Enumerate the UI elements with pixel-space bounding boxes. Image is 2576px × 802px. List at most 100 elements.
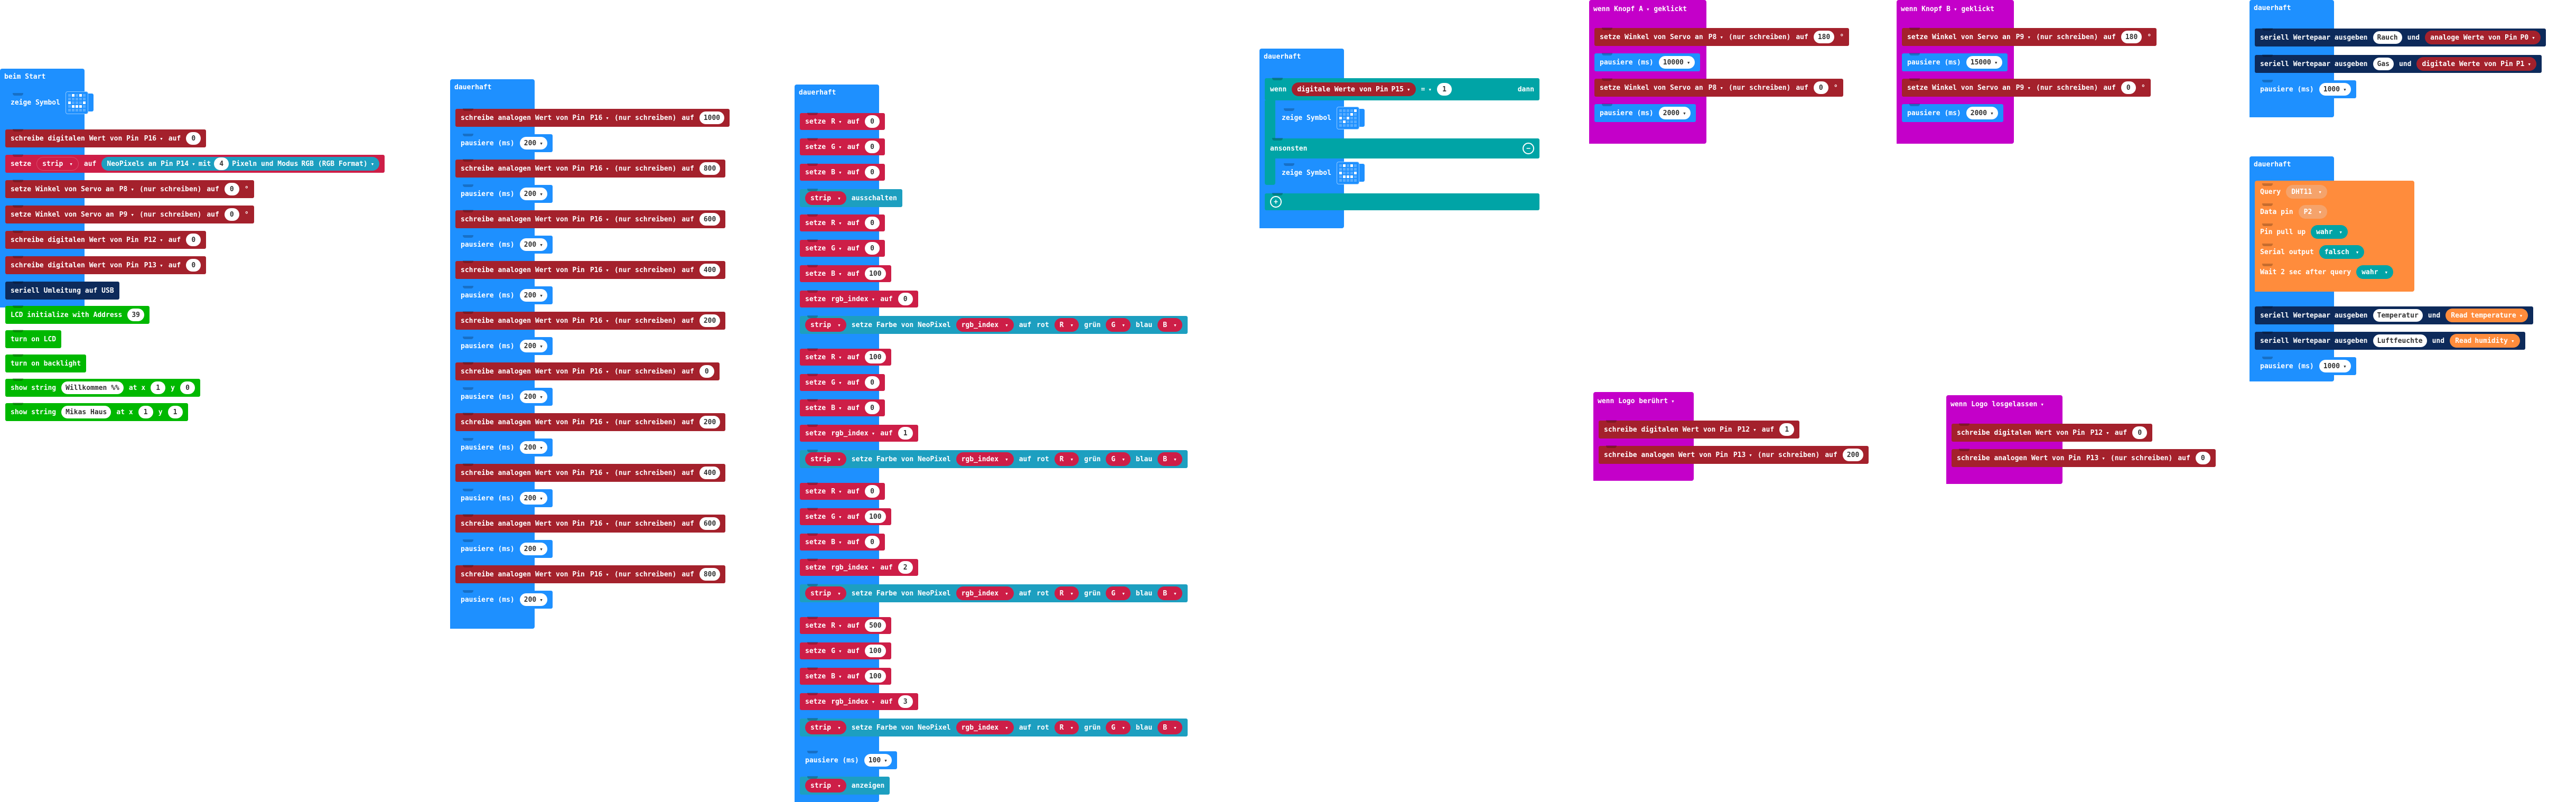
pause-block[interactable]: pausiere (ms)200 <box>455 235 553 254</box>
set-variable-block[interactable]: setzeGauf100 <box>800 642 891 659</box>
button-b-pause-2[interactable]: pausiere (ms)2000 <box>1902 104 2003 122</box>
set-variable-block[interactable]: setzeRauf0 <box>800 214 885 231</box>
logo-released-digital-p12[interactable]: schreibe digitalen Wert von PinP12auf0 <box>1952 423 2153 442</box>
variable-strip-dropdown[interactable]: strip <box>36 157 79 171</box>
logo-touched-digital-p12[interactable]: schreibe digitalen Wert von PinP12auf1 <box>1599 420 1800 439</box>
dht-pause[interactable]: pausiere (ms)1000 <box>2255 357 2356 375</box>
pause-block[interactable]: pausiere (ms)200 <box>455 387 553 406</box>
remove-else-icon[interactable]: − <box>1523 143 1534 154</box>
set-variable-block[interactable]: setzeRauf100 <box>800 348 891 366</box>
set-pixel-color-block[interactable]: stripsetze Farbe von NeoPixel rgb_indexa… <box>800 584 1188 602</box>
pause-block[interactable]: pausiere (ms)200 <box>455 539 553 558</box>
set-variable-block[interactable]: setzeGauf0 <box>800 138 885 155</box>
show-icon-then[interactable]: zeige Symbol <box>1276 106 1365 129</box>
serial-redirect-usb[interactable]: seriell Umleitung auf USB <box>5 281 119 300</box>
button-dropdown[interactable]: B <box>1946 5 1957 13</box>
set-strip-block[interactable]: setzestripauf NeoPixels an PinP14mit4Pix… <box>5 154 385 173</box>
pause-block[interactable]: pausiere (ms)200 <box>455 489 553 507</box>
pin-dropdown[interactable]: P16 <box>144 135 163 143</box>
set-variable-block[interactable]: setzeBauf100 <box>800 667 891 685</box>
show-icon-block[interactable]: zeige Symbol <box>5 91 94 114</box>
set-variable-block[interactable]: setzeBauf100 <box>800 265 891 282</box>
neopixel-create-block[interactable]: NeoPixels an PinP14mit4Pixeln und ModusR… <box>101 157 380 171</box>
button-a-pause-2[interactable]: pausiere (ms)2000 <box>1594 104 1696 122</box>
add-branch-icon[interactable]: + <box>1270 196 1282 208</box>
set-variable-block[interactable]: setzeBauf0 <box>800 533 885 551</box>
set-pixel-color-block[interactable]: stripsetze Farbe von NeoPixel rgb_indexa… <box>800 718 1188 736</box>
set-variable-block[interactable]: setzeRauf500 <box>800 617 891 634</box>
digital-write-p12[interactable]: schreibe digitalen Wert von PinP12auf0 <box>5 230 207 249</box>
pause-block[interactable]: pausiere (ms)200 <box>455 184 553 203</box>
smiley-icon[interactable] <box>65 91 88 114</box>
show-icon-else[interactable]: zeige Symbol <box>1276 161 1365 184</box>
value-input[interactable]: 0 <box>186 132 201 145</box>
set-pixel-color-block[interactable]: stripsetze Farbe von NeoPixel rgb_indexa… <box>800 450 1188 468</box>
button-dropdown[interactable]: A <box>1639 5 1649 13</box>
arrow-icon[interactable] <box>1336 106 1359 129</box>
set-variable-block[interactable]: setzeBauf0 <box>800 163 885 181</box>
button-b-pause[interactable]: pausiere (ms)15000 <box>1902 53 2008 71</box>
pause-block[interactable]: pausiere (ms)200 <box>455 134 553 152</box>
pause-block[interactable]: pausiere (ms)200 <box>455 337 553 355</box>
set-variable-block[interactable]: setzeGauf0 <box>800 374 885 391</box>
set-variable-block[interactable]: setzeRauf0 <box>800 482 885 500</box>
pause-block[interactable]: pausiere (ms)200 <box>455 286 553 304</box>
button-a-pause[interactable]: pausiere (ms)10000 <box>1594 53 1700 71</box>
digital-write-p13[interactable]: schreibe digitalen Wert von PinP13auf0 <box>5 256 207 274</box>
button-b-block[interactable]: wenn Knopf B geklickt <box>1897 0 2014 144</box>
pause-block[interactable]: pausiere (ms)200 <box>455 438 553 456</box>
set-variable-block[interactable]: setzeBauf0 <box>800 399 885 416</box>
digital-write-p16[interactable]: schreibe digitalen Wert von PinP16auf0 <box>5 129 207 147</box>
smiley-icon[interactable] <box>1336 161 1359 184</box>
button-a-block[interactable]: wenn Knopf A geklickt <box>1589 0 1706 144</box>
set-variable-block[interactable]: setzeRauf0 <box>800 113 885 130</box>
pause-block[interactable]: pausiere (ms)200 <box>455 590 553 609</box>
set-pixel-color-block[interactable]: stripsetze Farbe von NeoPixel rgb_indexa… <box>800 315 1188 334</box>
serial-pause[interactable]: pausiere (ms)1000 <box>2255 80 2356 98</box>
set-variable-block[interactable]: setzeGauf100 <box>800 508 891 525</box>
else-block[interactable]: ansonsten − <box>1265 138 1539 158</box>
set-variable-block[interactable]: setzeGauf0 <box>800 239 885 257</box>
if-footer[interactable]: + <box>1265 193 1539 210</box>
turn-on-lcd[interactable]: turn on LCD <box>5 330 62 348</box>
pause-block[interactable]: pausiere (ms)100 <box>800 751 897 769</box>
turn-on-backlight[interactable]: turn on backlight <box>5 354 87 372</box>
strip-clear-block[interactable]: stripausschalten <box>800 189 902 207</box>
strip-show-block[interactable]: stripanzeigen <box>800 776 890 795</box>
